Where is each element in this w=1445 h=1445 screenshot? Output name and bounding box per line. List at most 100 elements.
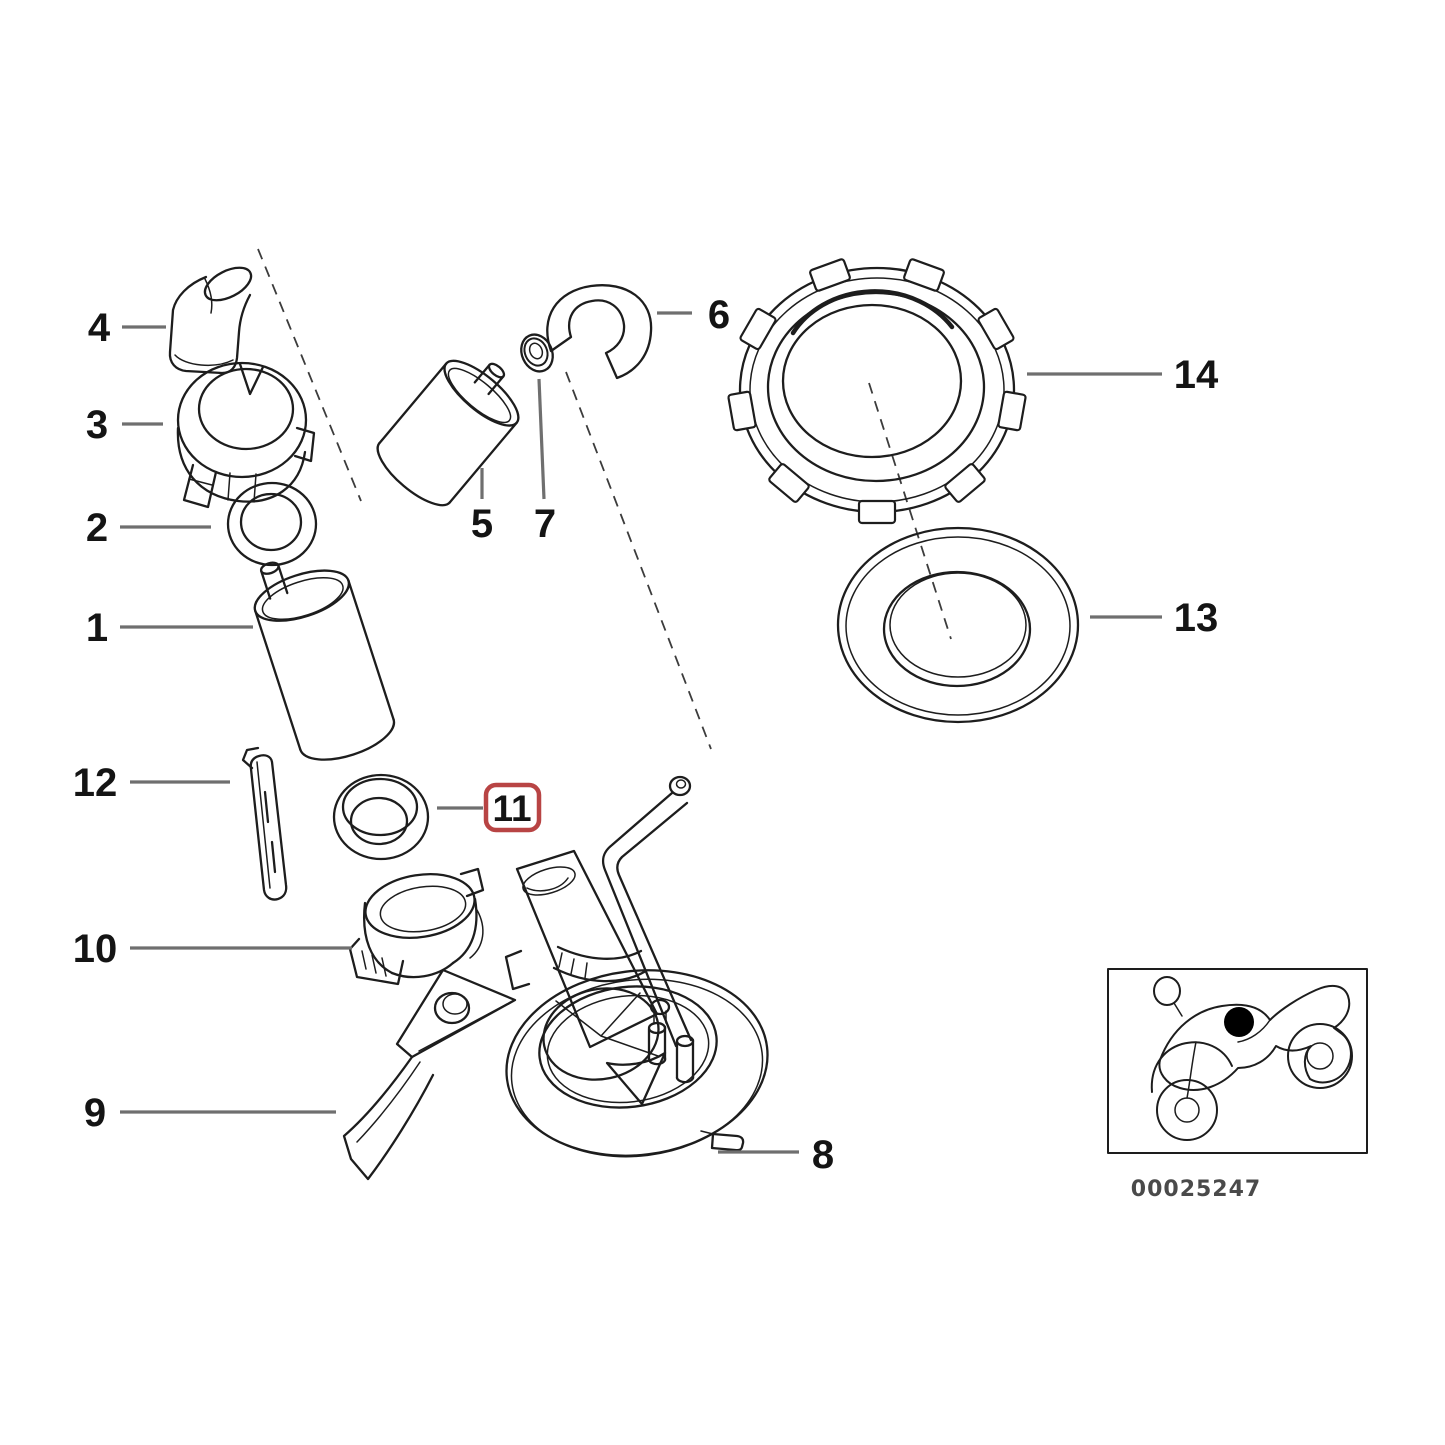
- inset-frame: [1107, 968, 1368, 1154]
- fitting-knob: [649, 998, 671, 1016]
- nipple-body: [710, 1132, 745, 1152]
- lock-ring-tab: [739, 307, 777, 351]
- seat-line: [1237, 1019, 1271, 1043]
- strap-inner-edge: [256, 761, 271, 889]
- motorcycle-thumbnail: [1150, 976, 1353, 1141]
- bracket-hole-rim: [442, 993, 468, 1015]
- lock-ring-tabs: [727, 258, 1027, 525]
- assembly-axis-lines: [257, 248, 952, 750]
- clamp-right-wall: [451, 897, 478, 965]
- collar-outer-rim: [176, 361, 308, 479]
- holder-band-hatch: [558, 952, 588, 979]
- fuel-tube-tip: [668, 775, 692, 797]
- holder-top-slot: [522, 866, 576, 896]
- part-6-breather-hose: [546, 284, 653, 380]
- callout-11-highlighted[interactable]: 11: [483, 782, 542, 833]
- callout-9[interactable]: 9: [84, 1091, 106, 1135]
- callout-5[interactable]: 5: [471, 502, 493, 546]
- lock-ring-tab: [997, 390, 1027, 432]
- seal-inner: [349, 796, 409, 846]
- callout-7[interactable]: 7: [534, 502, 556, 546]
- flange-raised-outer: [538, 985, 718, 1109]
- front-fork: [1186, 1041, 1197, 1099]
- clamp-latch-hatch: [361, 950, 387, 977]
- seal-outer: [332, 773, 430, 861]
- collar-left-tab-line: [188, 478, 213, 486]
- callout-3[interactable]: 3: [86, 403, 108, 447]
- gasket-inner: [882, 570, 1032, 688]
- clamp-opening-inner: [379, 885, 467, 933]
- callout-12[interactable]: 12: [73, 761, 118, 805]
- nipple-base: [700, 1130, 714, 1135]
- fitting-b-bottom: [675, 1074, 695, 1084]
- gasket-inner-rim: [889, 572, 1027, 678]
- strap-outline: [249, 754, 288, 901]
- grommet-hole: [528, 342, 544, 360]
- location-inset: 00025247: [1107, 968, 1368, 1202]
- fitting-a-bottom: [647, 1056, 667, 1066]
- clamp-right-wall-outer: [469, 909, 484, 959]
- callout-6[interactable]: 6: [708, 293, 730, 337]
- callout-2[interactable]: 2: [86, 506, 108, 550]
- lock-ring-opening: [781, 303, 963, 459]
- bracket-body: [342, 1055, 435, 1181]
- bracket-hole: [433, 991, 471, 1025]
- lock-ring-tab: [727, 390, 757, 432]
- callout-labels: 1 2 3 4 5 6 7 8 9 10 12 13 14 11: [73, 293, 1219, 1177]
- callout-11[interactable]: 11: [492, 788, 531, 829]
- holder-band-upper: [556, 945, 643, 960]
- collar-skirt: [176, 426, 307, 503]
- clamp-bottom: [390, 961, 455, 979]
- part-14-lock-ring: [727, 258, 1027, 525]
- fitting-b-sides: [675, 1038, 695, 1080]
- fuel-tube-left-edge: [601, 791, 678, 1048]
- callout-10[interactable]: 10: [73, 927, 118, 971]
- fitting-a-sides: [647, 1025, 667, 1062]
- pump-pin-sides: [260, 564, 289, 600]
- bracket-head-edge: [418, 1003, 508, 1052]
- diagram-code: 00025247: [1131, 1177, 1261, 1202]
- holder-top-slot-shade: [526, 877, 569, 892]
- front-fender: [1150, 1041, 1233, 1093]
- o-ring-inner: [239, 492, 303, 552]
- part-9-support-bracket: [342, 968, 517, 1181]
- fuel-tube-right-edge: [616, 801, 693, 1042]
- o-ring-outer: [226, 481, 318, 567]
- location-marker-dot: [1224, 1007, 1254, 1037]
- axis-dashed-line-center: [565, 371, 712, 750]
- lock-ring-tab: [768, 463, 810, 503]
- part-10-pump-holder-clamp: [348, 867, 485, 986]
- front-wheel-hub: [1174, 1097, 1200, 1123]
- callout-1[interactable]: 1: [86, 606, 108, 650]
- collar-notch: [238, 362, 265, 396]
- filter-spigot-top: [487, 362, 506, 379]
- callout-4[interactable]: 4: [88, 306, 111, 350]
- rear-wheel-hub: [1306, 1042, 1334, 1070]
- mirror: [1153, 976, 1181, 1006]
- hose-outline: [546, 284, 653, 380]
- grommet-mid: [523, 337, 549, 367]
- part-5-fuel-filter: [376, 359, 520, 507]
- pump-bottom: [299, 718, 396, 761]
- lock-ring-tab: [809, 258, 851, 292]
- collar-left-tab: [182, 463, 218, 509]
- pump-pin-top: [259, 561, 280, 575]
- elbow-outline: [168, 275, 252, 375]
- bracket-body-edge: [356, 1061, 421, 1143]
- part-7-grommet: [520, 333, 554, 373]
- part-4-elbow-hose: [168, 266, 253, 375]
- fuel-tube-tip-hole: [675, 779, 687, 789]
- part-3-clamp-collar: [176, 361, 316, 509]
- grommet-outer: [520, 333, 554, 373]
- part-11-seal-ring: [332, 773, 430, 861]
- callout-14[interactable]: 14: [1174, 353, 1219, 397]
- filter-body-sides: [378, 362, 518, 504]
- bike-body: [1158, 984, 1352, 1091]
- flange-outer: [505, 969, 769, 1157]
- callout-13[interactable]: 13: [1174, 596, 1219, 640]
- fitting-b-top: [675, 1034, 695, 1048]
- callout-8[interactable]: 8: [812, 1133, 834, 1177]
- strap-slots: [263, 790, 277, 874]
- highlight-box: [483, 782, 542, 833]
